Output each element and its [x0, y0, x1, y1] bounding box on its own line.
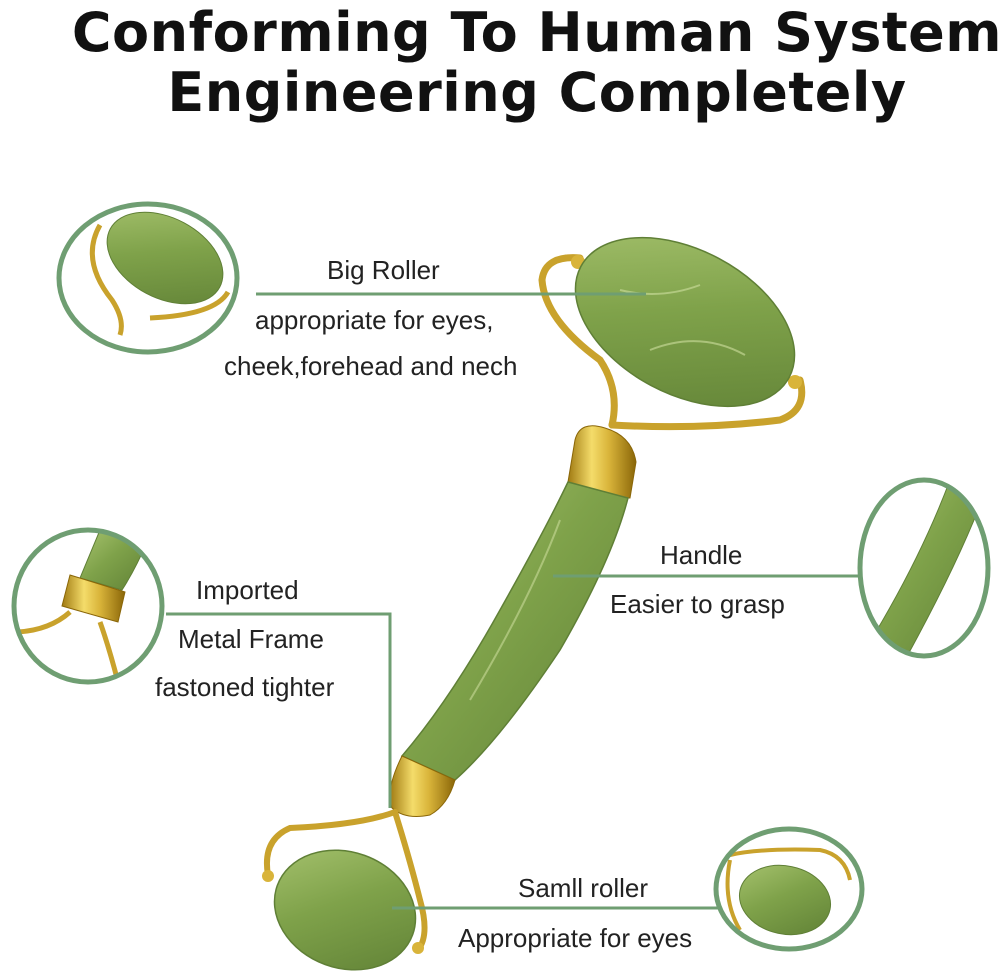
big-roller-heading: Big Roller: [327, 255, 440, 285]
frame-line-1: Imported: [196, 575, 299, 605]
small-roller-stone: [273, 849, 417, 971]
detail-circle-handle: [857, 477, 991, 659]
big-roller-line-1: appropriate for eyes,: [255, 305, 494, 335]
handle-stone: [400, 481, 629, 781]
detail-circle-frame: [11, 527, 165, 685]
frame-line-3: fastoned tighter: [155, 672, 335, 702]
headline-line-2: Engineering Completely: [167, 61, 907, 124]
detail-circle-big-roller: [56, 201, 240, 355]
handle-heading: Handle: [660, 540, 743, 570]
small-roller-line-1: Appropriate for eyes: [458, 923, 693, 953]
frame-line-2: Metal Frame: [178, 624, 324, 654]
big-roller-stone: [574, 236, 796, 408]
big-roller-frame: [538, 254, 806, 431]
small-roller-frame: [262, 809, 428, 954]
callout-lines: [166, 292, 861, 910]
big-roller-line-2: cheek,forehead and nech: [224, 351, 518, 381]
headline-line-1: Conforming To Human System: [71, 1, 1002, 64]
small-roller-heading: Samll roller: [518, 873, 649, 903]
handle-line-1: Easier to grasp: [610, 589, 785, 619]
detail-circle-small-roller: [713, 826, 865, 952]
